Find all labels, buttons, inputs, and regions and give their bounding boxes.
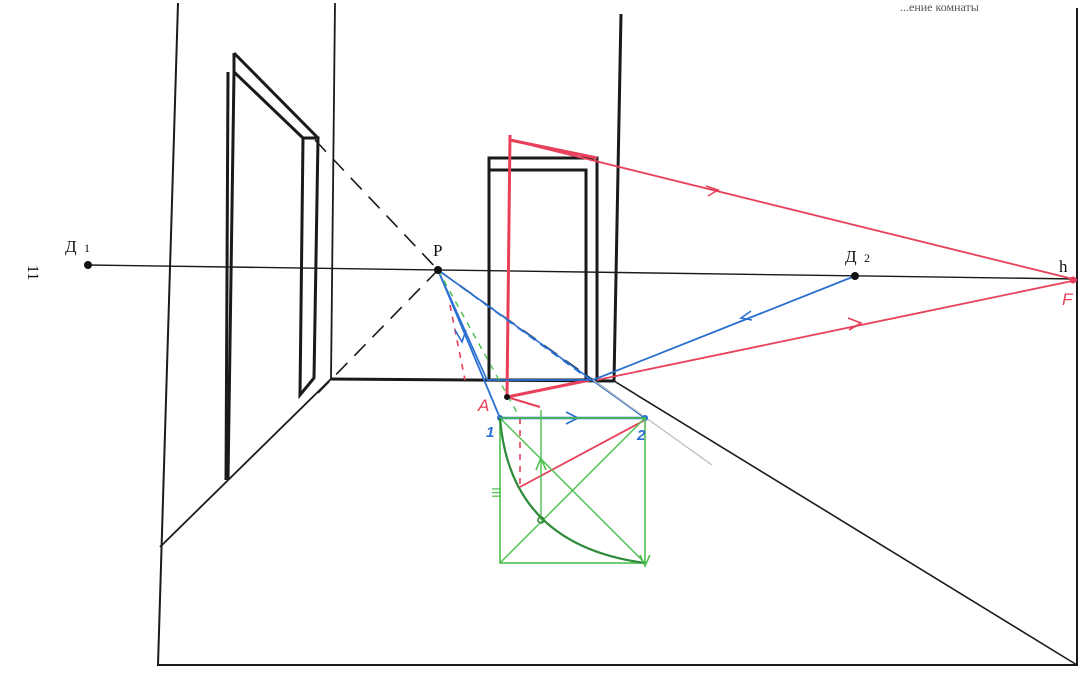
- back-wall-right-edge: [612, 13, 623, 382]
- red-construction: [449, 134, 1078, 488]
- label-d1-sub: 1: [84, 241, 90, 255]
- top-caption: ...ение комнаты: [900, 0, 979, 14]
- point-d2-dot: [851, 272, 859, 280]
- roman-three-label: III: [489, 487, 504, 498]
- green-arrow-down: [639, 554, 651, 568]
- back-wall-left-edge: [330, 2, 336, 380]
- floor-left-diagonal: [159, 378, 332, 548]
- red-bottom-ray: [596, 279, 1078, 381]
- horizon-line: [87, 264, 1078, 280]
- green-arrow-up: [535, 455, 547, 471]
- green-square: [499, 417, 646, 564]
- blue-arrow-3: [454, 329, 467, 344]
- outer-frame: [156, 2, 1078, 666]
- red-top-ray: [509, 139, 1078, 281]
- blue-p-to-door: [437, 269, 488, 381]
- label-a: A: [477, 396, 489, 415]
- label-d1: Д: [65, 237, 77, 256]
- red-arrow-2: [847, 317, 863, 331]
- blue-arrow-1: [738, 310, 753, 321]
- green-diagonal-2: [499, 417, 646, 564]
- label-1: 1: [486, 424, 494, 441]
- point-p-dot: [434, 266, 442, 274]
- left-door-jamb: [298, 136, 320, 400]
- label-d2-sub: 2: [864, 251, 870, 265]
- left-door-top: [232, 51, 320, 140]
- blue-dashed: [437, 269, 591, 381]
- label-d2: Д: [845, 247, 857, 266]
- red-diagonal: [519, 419, 646, 488]
- red-base-1: [506, 378, 591, 399]
- blue-ext-grey: [592, 379, 713, 466]
- left-door-inner-left: [224, 71, 230, 481]
- label-f: F: [1062, 290, 1074, 309]
- dashed-ray-upper: [314, 139, 439, 271]
- green-center-dot: [537, 516, 545, 524]
- red-arrow-1: [705, 185, 720, 197]
- dashed-ray-lower: [317, 269, 439, 394]
- floor-right-diagonal: [613, 380, 1078, 666]
- red-base-2: [506, 396, 541, 408]
- page-number: 11: [24, 265, 41, 280]
- label-h: h: [1059, 257, 1068, 276]
- label-p: P: [433, 241, 442, 260]
- back-door-inner: [487, 168, 588, 382]
- point-d1-dot: [84, 261, 92, 269]
- points: [84, 261, 859, 400]
- left-door: [224, 51, 320, 481]
- red-dashed-up: [449, 304, 466, 381]
- room-frame: [87, 2, 1078, 666]
- point-a-dot: [504, 394, 510, 400]
- green-construction: III: [437, 269, 651, 568]
- label-2: 2: [636, 427, 646, 444]
- green-dashed-up: [437, 269, 521, 419]
- blue-d2-ray: [592, 275, 856, 381]
- point-f-dot: [1069, 276, 1077, 284]
- red-vertical: [505, 134, 512, 398]
